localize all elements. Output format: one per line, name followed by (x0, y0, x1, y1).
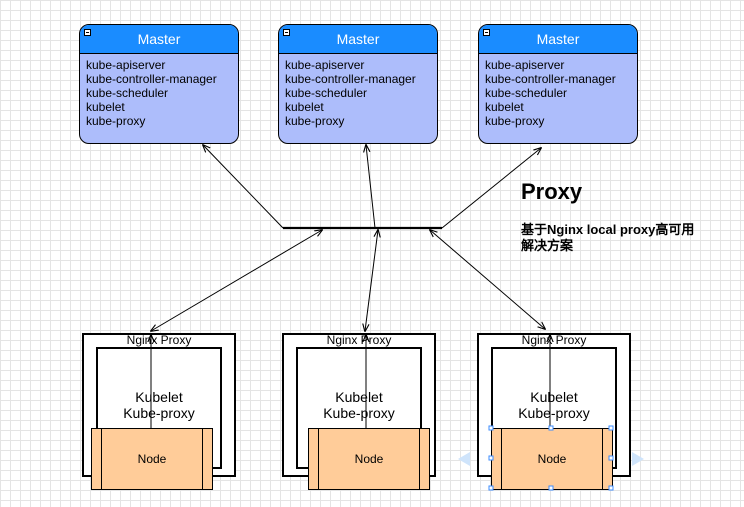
component-item: kube-proxy (86, 114, 146, 128)
component-item: kube-controller-manager (485, 72, 616, 86)
nginx-proxy-label: Nginx Proxy (521, 333, 587, 347)
node-divider (318, 429, 319, 489)
component-item: kube-scheduler (485, 86, 568, 100)
master-box-3: Master kube-apiserver kube-controller-ma… (478, 24, 638, 144)
nginx-proxy-box-1: Nginx Proxy Kubelet Kube-proxy (82, 333, 236, 477)
kube-proxy-text: Kube-proxy (518, 405, 590, 421)
node-2-bus-arrow (365, 230, 378, 331)
node-divider (602, 429, 603, 489)
node-1-bus-arrow (151, 230, 322, 331)
master-title: Master (137, 31, 181, 47)
component-item: kube-apiserver (86, 58, 166, 72)
nginx-proxy-label: Nginx Proxy (126, 333, 192, 347)
component-item: kube-controller-manager (86, 72, 217, 86)
node-divider (501, 429, 502, 489)
master-title: Master (336, 31, 380, 47)
component-item: kube-proxy (485, 114, 545, 128)
component-item: kube-controller-manager (285, 72, 416, 86)
collapse-icon[interactable] (483, 29, 490, 36)
collapse-icon[interactable] (283, 29, 290, 36)
collapse-icon[interactable] (84, 29, 91, 36)
bus-to-master-2-arrow (366, 145, 376, 229)
component-item: kube-scheduler (285, 86, 368, 100)
component-item: kubelet (285, 100, 324, 114)
kubelet-label: Kubelet Kube-proxy (98, 389, 220, 421)
node-box-2[interactable]: Node (308, 428, 430, 490)
node-label: Node (137, 452, 167, 466)
master-title: Master (536, 31, 580, 47)
kubelet-text: Kubelet (335, 389, 383, 405)
node-divider (419, 429, 420, 489)
component-item: kubelet (86, 100, 125, 114)
component-list: kube-apiserver kube-controller-manager k… (285, 58, 437, 128)
node-label: Node (537, 452, 567, 466)
node-divider (101, 429, 102, 489)
kube-proxy-text: Kube-proxy (323, 405, 395, 421)
master-box-2: Master kube-apiserver kube-controller-ma… (278, 24, 438, 144)
kube-proxy-text: Kube-proxy (123, 405, 195, 421)
bus-to-master-1-arrow (203, 145, 284, 229)
node-box-1[interactable]: Node (91, 428, 213, 490)
master-header: Master (80, 25, 238, 54)
component-item: kube-scheduler (86, 86, 169, 100)
component-item: kube-apiserver (485, 58, 565, 72)
proxy-title: Proxy (521, 179, 583, 204)
kubelet-text: Kubelet (135, 389, 183, 405)
component-item: kube-proxy (285, 114, 345, 128)
component-list: kube-apiserver kube-controller-manager k… (86, 58, 238, 128)
kubelet-text: Kubelet (530, 389, 578, 405)
node-divider (202, 429, 203, 489)
node-box-3[interactable]: Node (491, 428, 613, 490)
master-box-1: Master kube-apiserver kube-controller-ma… (79, 24, 239, 144)
master-header: Master (479, 25, 637, 54)
proxy-description: 基于Nginx local proxy高可用解决方案 (521, 222, 695, 253)
master-header: Master (279, 25, 437, 54)
component-item: kube-apiserver (285, 58, 365, 72)
kubelet-label: Kubelet Kube-proxy (493, 389, 615, 421)
kubelet-label: Kubelet Kube-proxy (298, 389, 420, 421)
node-label: Node (354, 452, 384, 466)
component-item: kubelet (485, 100, 524, 114)
component-list: kube-apiserver kube-controller-manager k… (485, 58, 637, 128)
nginx-proxy-label: Nginx Proxy (326, 333, 392, 347)
